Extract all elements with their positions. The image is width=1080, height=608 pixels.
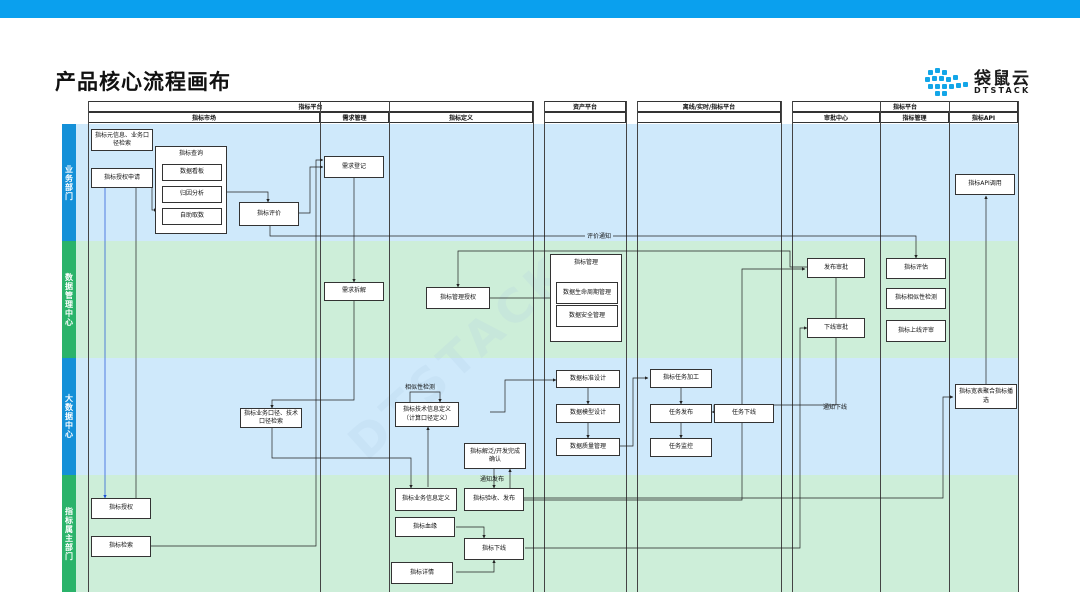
label-eval-notice: 评价通知 [585,231,614,240]
col-divider [949,101,950,592]
col-divider [1018,101,1019,592]
box-evaluate[interactable]: 指标评价 [239,202,299,226]
query-group-title: 指标查询 [178,150,203,157]
box-quality[interactable]: 数据质量管理 [556,438,620,456]
box-lifecycle[interactable]: 数据生命周期管理 [556,282,618,304]
page-title: 产品核心流程画布 [55,70,231,94]
col-divider [533,101,534,592]
box-std-design[interactable]: 数据标准设计 [556,370,620,388]
box-grant[interactable]: 指标授权 [91,498,151,519]
box-security[interactable]: 数据安全管理 [556,305,618,327]
label-notify-publish: 通知发布 [480,476,505,483]
col-divider [880,101,881,592]
label-notify-offline: 通知下线 [823,404,848,411]
box-offline[interactable]: 指标下线 [464,538,524,560]
lane-band-bigdata [62,358,1018,475]
box-demand-split[interactable]: 需求拆解 [324,282,384,301]
col-divider [792,101,793,592]
box-online-audit[interactable]: 指标上线评审 [886,320,946,342]
label-similarity-check: 相似性检测 [405,384,436,391]
box-task-offline[interactable]: 任务下线 [714,404,774,423]
col-divider [626,101,627,592]
box-business-tech-search[interactable]: 指标业务口径、技术口径检索 [240,408,302,428]
kangaroo-cloud-icon [925,68,968,96]
lane-label-data-mgmt: 数据管理中心 [62,241,76,358]
box-api-call[interactable]: 指标API调用 [955,174,1015,195]
lane-label-business: 业务部门 [62,124,76,241]
box-self-fetch[interactable]: 自助取数 [162,208,222,225]
col-divider [544,101,545,592]
col-divider [320,101,321,592]
box-model-design[interactable]: 数据模型设计 [556,404,620,423]
box-task-publish[interactable]: 任务发布 [650,404,712,423]
box-perm-apply[interactable]: 指标授权申请 [91,168,153,188]
box-data-view[interactable]: 数据看板 [162,164,222,181]
box-details[interactable]: 指标详情 [391,562,453,584]
top-accent-bar [0,0,1080,18]
box-similarity[interactable]: 指标相似性检测 [886,288,946,309]
box-tech-define[interactable]: 指标技术信息定义（计算口径定义） [395,402,459,427]
box-business-define[interactable]: 指标业务信息定义 [395,488,457,511]
box-deprecate[interactable]: 指标血缘 [395,517,455,537]
brand-logo: 袋鼠云 DTSTACK [922,64,1042,100]
box-search[interactable]: 指标检索 [91,536,151,557]
box-index-eval[interactable]: 指标评估 [886,258,946,279]
col-divider [781,101,782,592]
box-attribution[interactable]: 归因分析 [162,186,222,203]
box-task-process[interactable]: 指标任务加工 [650,369,712,388]
box-offline-approve[interactable]: 下线审批 [807,318,865,338]
box-task-monitor[interactable]: 任务监控 [650,438,712,457]
lane-band-owner [62,475,1018,592]
index-mgmt-title: 指标管理 [573,259,598,266]
brand-subname: DTSTACK [974,86,1031,95]
brand-name: 袋鼠云 [974,69,1031,89]
box-publish-approve[interactable]: 发布审批 [807,258,865,278]
box-meta-search[interactable]: 指标元信息、业务口径检索 [91,129,153,151]
lane-label-bigdata: 大数据中心 [62,358,76,475]
col-divider [637,101,638,592]
col-divider [88,101,89,592]
box-accept-publish[interactable]: 指标验收、发布 [464,488,524,511]
box-auth-manage[interactable]: 指标管理授权 [426,287,490,309]
box-dev-confirm[interactable]: 指标解泛/开发完成确认 [464,443,526,469]
lane-label-owner: 指标属主部门 [62,475,76,592]
box-aggregation[interactable]: 指标宽表聚合指标播选 [955,384,1017,409]
box-demand-reg[interactable]: 需求登记 [324,156,384,178]
col-divider [389,101,390,592]
